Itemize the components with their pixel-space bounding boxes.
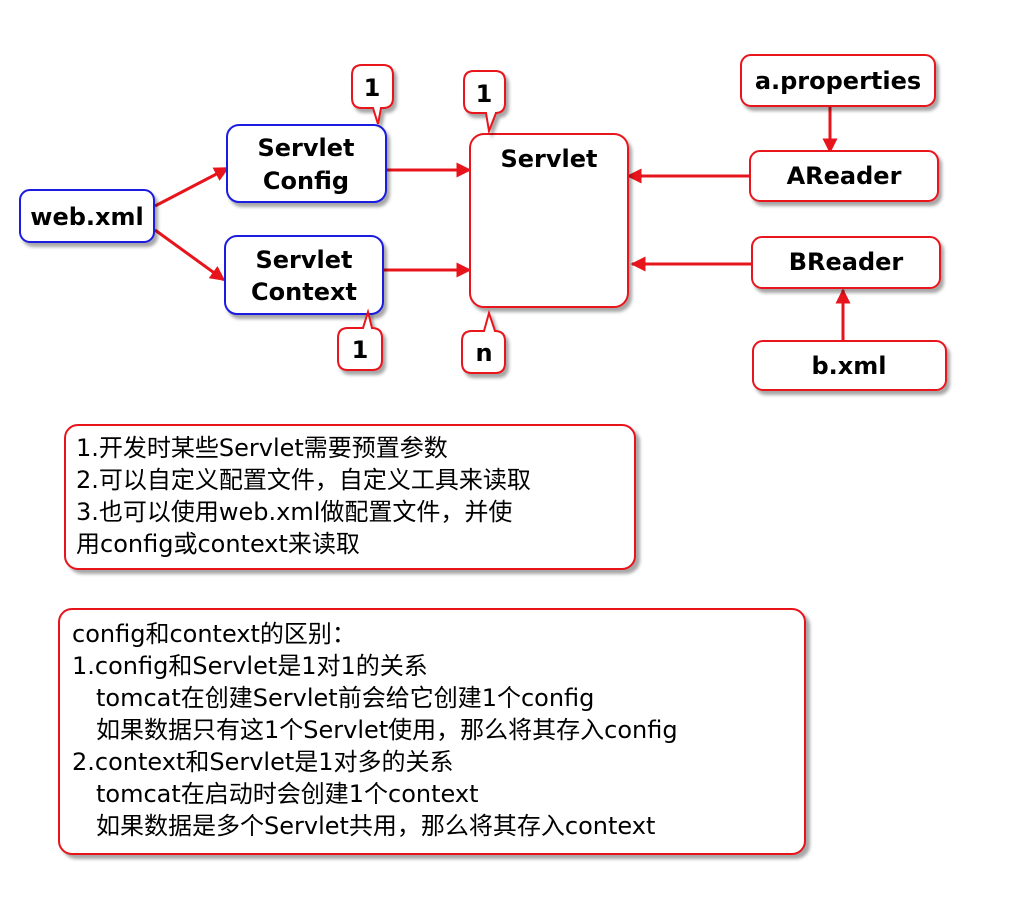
- note2-heading: config和context的区别：: [72, 620, 356, 648]
- note2-line: tomcat在启动时会创建1个context: [96, 780, 479, 808]
- node-areader: AReader: [749, 150, 939, 202]
- arrow-webxml-to-config: [154, 166, 230, 208]
- note2-line: 如果数据是多个Servlet共用，那么将其存入context: [96, 812, 656, 840]
- note2-line: tomcat在创建Servlet前会给它创建1个config: [96, 684, 595, 712]
- node-a-properties: a.properties: [740, 54, 936, 107]
- node-areader-label: AReader: [787, 162, 902, 190]
- node-b-xml-label: b.xml: [811, 352, 886, 380]
- node-servlet-config: Servlet Config: [226, 124, 387, 203]
- node-web-xml-label: web.xml: [30, 203, 143, 231]
- callout-servlet-count: 1: [463, 70, 506, 135]
- callout-context-count-label: 1: [352, 336, 369, 364]
- note2-line: 1.config和Servlet是1对1的关系: [72, 652, 428, 680]
- arrows: [154, 107, 851, 342]
- node-servlet-label: Servlet: [500, 145, 597, 173]
- note2-line: 如果数据只有这1个Servlet使用，那么将其存入config: [96, 716, 678, 744]
- node-a-properties-label: a.properties: [755, 67, 921, 95]
- callout-config-count-label: 1: [364, 74, 381, 102]
- node-breader: BReader: [751, 236, 941, 289]
- node-servlet-context-line1: Servlet: [255, 246, 352, 274]
- node-servlet-context-line2: Context: [251, 278, 357, 306]
- callout-servlet-n: n: [461, 309, 506, 374]
- node-servlet: Servlet: [469, 133, 629, 308]
- note2-line: 2.context和Servlet是1对多的关系: [72, 748, 454, 776]
- note1-line: 3.也可以使用web.xml做配置文件，并使: [76, 498, 513, 526]
- node-web-xml: web.xml: [19, 189, 155, 243]
- note-config-vs-context: config和context的区别： 1.config和Servlet是1对1的…: [58, 608, 806, 855]
- servlet-config-diagram: web.xml Servlet Config Servlet Context S…: [19, 54, 947, 391]
- note-config-reading: 1.开发时某些Servlet需要预置参数 2.可以自定义配置文件，自定义工具来读…: [64, 424, 636, 570]
- callout-servlet-n-label: n: [475, 339, 492, 367]
- note1-line: 用config或context来读取: [76, 530, 360, 558]
- node-b-xml: b.xml: [752, 340, 947, 391]
- node-servlet-config-line1: Servlet: [257, 134, 354, 162]
- note1-line: 2.可以自定义配置文件，自定义工具来读取: [76, 466, 531, 494]
- callout-servlet-count-label: 1: [476, 80, 493, 108]
- note1-line: 1.开发时某些Servlet需要预置参数: [76, 434, 448, 462]
- node-servlet-config-line2: Config: [263, 167, 349, 195]
- node-breader-label: BReader: [789, 248, 904, 276]
- callout-config-count: 1: [351, 64, 394, 125]
- node-servlet-context: Servlet Context: [224, 235, 384, 315]
- callout-context-count: 1: [337, 308, 383, 371]
- arrow-webxml-to-context: [154, 228, 226, 282]
